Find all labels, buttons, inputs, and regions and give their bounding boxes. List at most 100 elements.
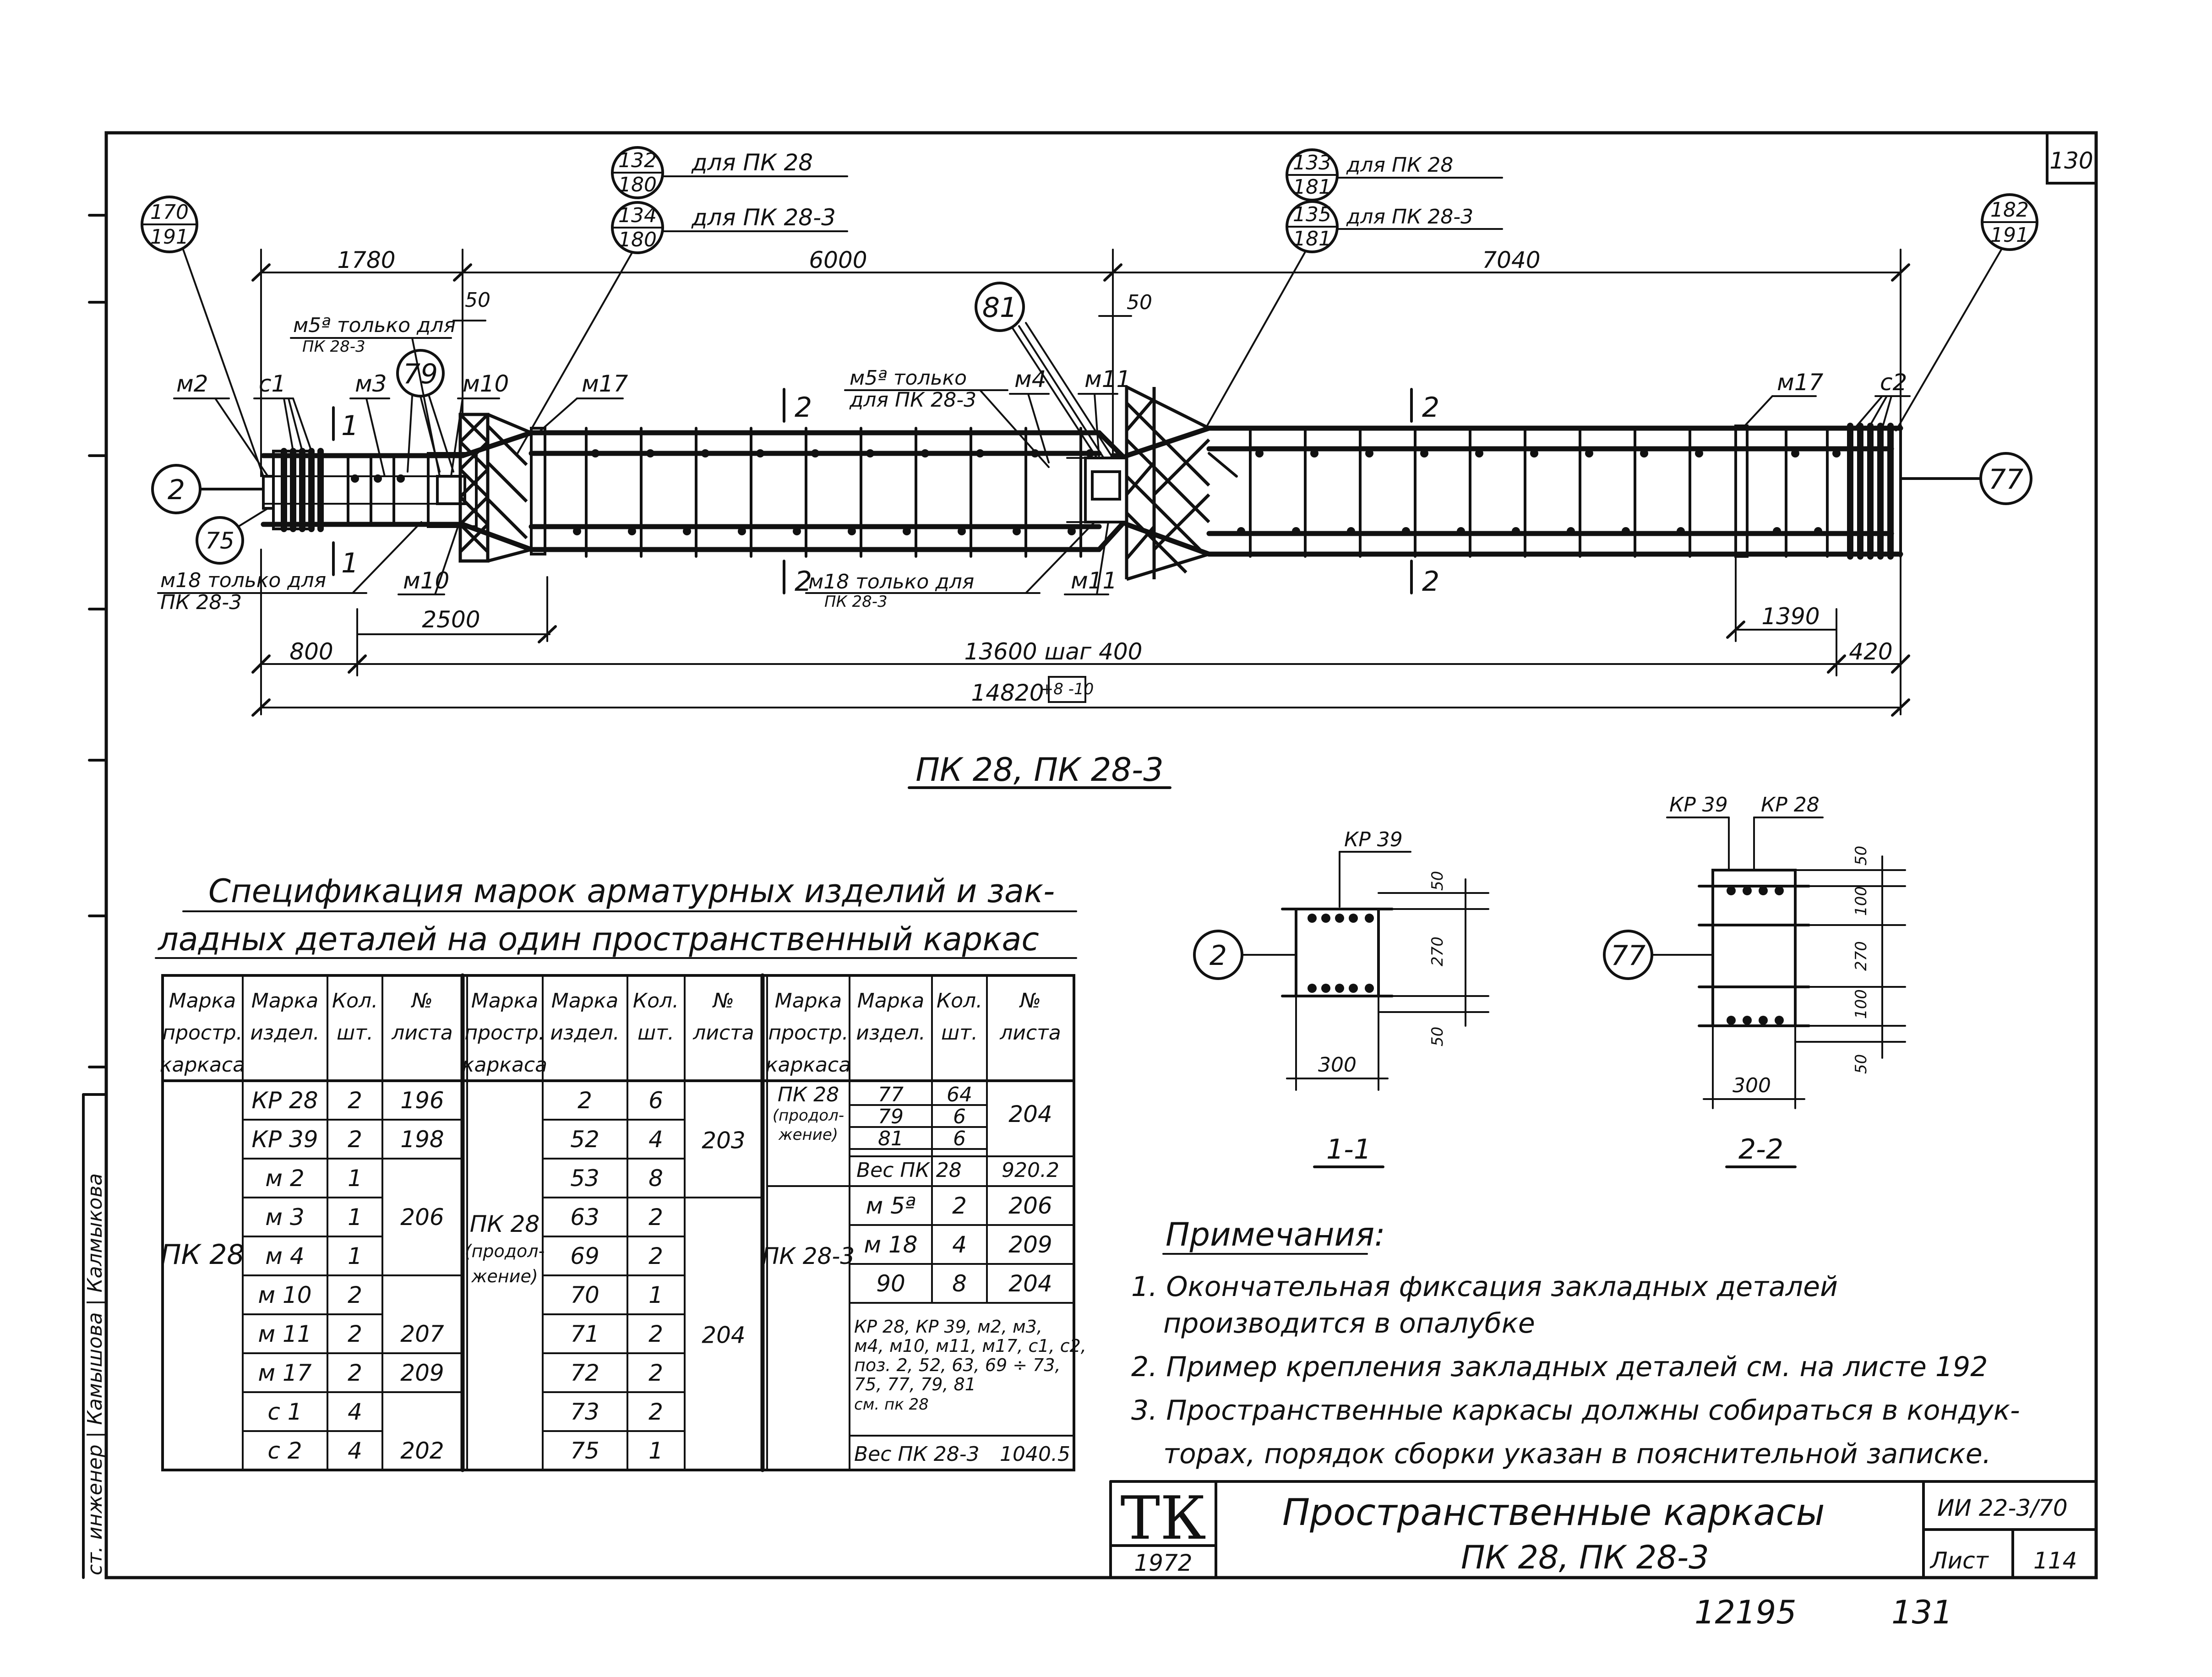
stirrup-weld — [1677, 527, 1685, 535]
spec-block2-mark: 63 — [570, 1204, 599, 1231]
ref132-top: 132 — [618, 149, 657, 172]
s11-callout-2: 2 — [1210, 940, 1227, 972]
spec-header-cell: простр. — [768, 1021, 848, 1045]
stamp-code: ИИ 22-3/70 — [1937, 1495, 2068, 1521]
s22-callout-77: 77 — [1611, 940, 1645, 972]
dim-7040: 7040 — [1482, 247, 1540, 273]
section-cut-marks: 1 1 2 2 2 2 — [332, 388, 1439, 598]
dim-50-mid: 50 — [1127, 291, 1152, 314]
spec-header-cell: № — [712, 989, 734, 1013]
dim-1780: 1780 — [337, 247, 395, 273]
spec-block2-qty: 1 — [648, 1437, 663, 1464]
spec-block3-qty: 64 — [947, 1083, 972, 1106]
dim-13600: 13600 шаг 400 — [964, 638, 1143, 665]
callout-75: 75 — [205, 528, 234, 554]
mark-m5a-sub: ПК 28-3 — [302, 338, 365, 356]
stirrup-weld — [756, 449, 764, 457]
spec-block3-mark: 77 — [878, 1083, 904, 1106]
spec-block1-sheet: 196 — [400, 1087, 444, 1114]
sheet-number: 130 — [2049, 147, 2093, 174]
mark-m4: м4 — [1014, 366, 1046, 392]
dim-1390: 1390 — [1761, 603, 1820, 630]
stirrup-weld — [1530, 449, 1538, 457]
ref132-note: для ПК 28 — [691, 149, 813, 176]
end-callouts: 2 77 75 79 81 — [151, 282, 2032, 565]
stirrup-weld — [683, 527, 691, 535]
spec-block1-mark: м 10 — [258, 1282, 311, 1308]
ref182-bottom: 191 — [1990, 223, 2029, 247]
spec-block2-mark: 53 — [570, 1165, 599, 1192]
dim-2500: 2500 — [422, 606, 480, 633]
stirrup-weld — [1255, 449, 1264, 457]
spec-block1-qty: 2 — [348, 1087, 362, 1114]
stirrup-weld — [921, 449, 929, 457]
spec-header-cell: № — [410, 989, 433, 1013]
spec-block2-sheet: 203 — [702, 1127, 745, 1154]
section-1-1: КР 39 2 50 270 50 300 1-1 — [1193, 828, 1489, 1168]
spec-block1-mark: м 2 — [265, 1165, 304, 1192]
stirrup-weld — [1791, 449, 1799, 457]
stirrup-weld — [1512, 527, 1520, 535]
side-signature-text: ст. инженер | Камышова | Калмыкова — [83, 1173, 107, 1575]
spec-block4-sheet: 209 — [1008, 1231, 1052, 1258]
stirrup-weld — [1567, 527, 1575, 535]
spec-block2-qty: 1 — [648, 1282, 663, 1308]
spec-block1-sheet: 198 — [400, 1126, 444, 1153]
spec-block2-qty: 2 — [648, 1243, 663, 1269]
stirrup-weld — [1457, 527, 1465, 535]
stirrup-weld — [811, 449, 819, 457]
spec-block3-name: жение) — [778, 1126, 838, 1144]
mark-m5b-sub: для ПК 28-3 — [849, 388, 976, 412]
stirrup-weld — [1773, 527, 1781, 535]
spec-block1-name: ПК 28 — [160, 1239, 244, 1271]
stirrup-weld — [701, 449, 709, 457]
cut-label-1b: 1 — [341, 547, 359, 579]
ref182-top: 182 — [1990, 198, 2029, 222]
mark-labels: м2 с1 м3 м5ª только для ПК 28-3 м10 м17 … — [157, 314, 1911, 614]
stirrup-weld — [976, 449, 984, 457]
spec-block4-qty: 4 — [952, 1231, 967, 1258]
dimension-lines: 1780 6000 7040 50 50 2500 800 13600 шаг … — [251, 247, 1910, 717]
note-3a: 3. Пространственные каркасы должны собир… — [1131, 1394, 2020, 1427]
stirrup-weld — [1622, 527, 1630, 535]
s22-dim-100a: 100 — [1852, 886, 1870, 916]
stirrup-weld — [397, 474, 405, 483]
spec-block2-sheet: 204 — [702, 1322, 745, 1349]
spec-block2-qty: 2 — [648, 1360, 663, 1386]
spec-block4-note: поз. 2, 52, 63, 69 ÷ 73, — [854, 1355, 1061, 1375]
spec-block1-qty: 2 — [348, 1126, 362, 1153]
spec-header-cell: Кол. — [633, 989, 679, 1013]
spec-block2-qty: 4 — [648, 1126, 663, 1153]
spec-block1-mark: КР 28 — [251, 1087, 318, 1114]
spec-block1-sheet: 206 — [400, 1204, 444, 1231]
sheet-frame: 130 ст. инженер | Камышова | Калмыкова — [82, 131, 2098, 1579]
spec-block3-sheet: 204 — [1008, 1101, 1052, 1127]
spec-block3-mark: 79 — [878, 1105, 904, 1128]
dim-50-left: 50 — [465, 289, 490, 312]
stirrup-weld — [628, 527, 636, 535]
stirrup-weld — [866, 449, 874, 457]
stirrup-weld — [646, 449, 654, 457]
ref133-note: для ПК 28 — [1346, 153, 1453, 177]
spec-block2-mark: 52 — [570, 1126, 599, 1153]
mark-m5b: м5ª только — [850, 366, 967, 390]
spec-block1-qty: 1 — [348, 1165, 362, 1192]
section-1-1-label: 1-1 — [1326, 1133, 1371, 1165]
note-1b: производится в опалубке — [1163, 1307, 1535, 1339]
spec-header-cell: Марка — [169, 989, 236, 1013]
s11-dim-300: 300 — [1318, 1053, 1357, 1077]
spec-block2-name: ПК 28 — [470, 1211, 540, 1237]
cut-label-2d: 2 — [1422, 566, 1439, 598]
mark-m10b: м10 — [403, 567, 449, 594]
stirrup-weld — [1365, 449, 1373, 457]
spec-block4-mark: м 18 — [864, 1231, 917, 1258]
spec-block1-sheet: 202 — [400, 1437, 444, 1464]
s22-dim-270: 270 — [1852, 941, 1870, 971]
stirrup-weld — [1475, 449, 1483, 457]
spec-block3-mark: 81 — [878, 1127, 904, 1150]
spec-header-cell: издел. — [550, 1021, 620, 1045]
note-3b: торах, порядок сборки указан в пояснител… — [1163, 1438, 1991, 1470]
s22-kr39: КР 39 — [1669, 793, 1728, 817]
s11-dim-50a: 50 — [1428, 871, 1447, 891]
